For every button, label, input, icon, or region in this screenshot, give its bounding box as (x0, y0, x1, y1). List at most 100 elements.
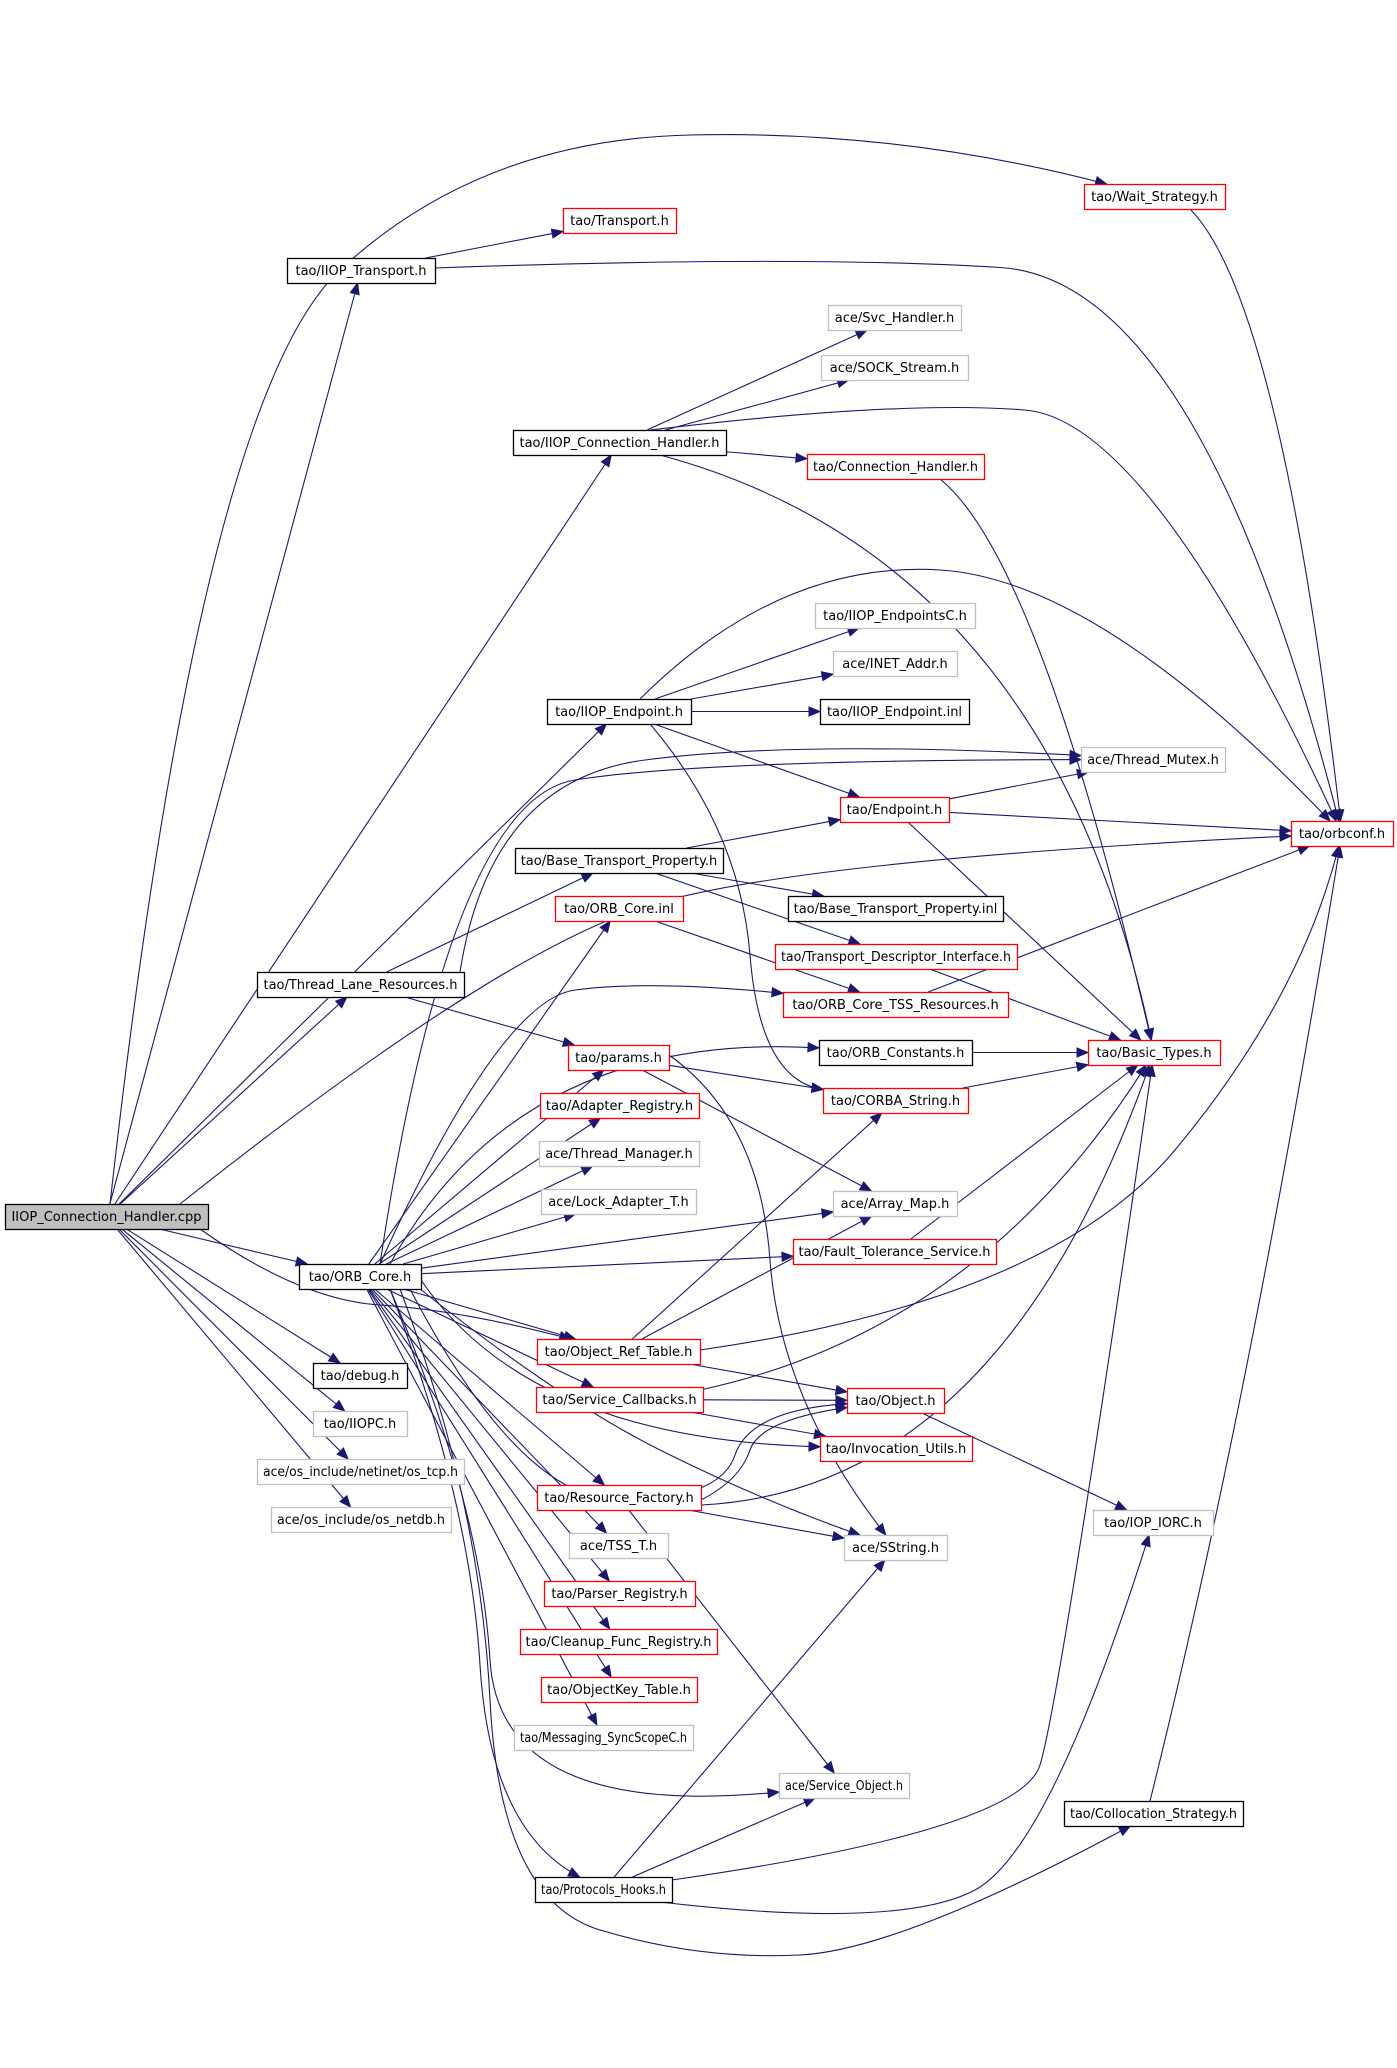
node-adapter-registry[interactable]: tao/Adapter_Registry.h (539, 1092, 701, 1120)
edge-object_ref_table-to-orbconf (699, 845, 1340, 1351)
arrowhead-orb_core_inl-to-orb_core_tss_resources (846, 983, 861, 994)
node-box (256, 971, 466, 999)
node-orb-core-h[interactable]: tao/ORB_Core.h (298, 1263, 423, 1291)
node-iop-iorc[interactable]: tao/IOP_IORC.h (1092, 1509, 1215, 1537)
arrowhead-resource_factory-to-service_object (823, 1760, 836, 1775)
arrowhead-endpoint-to-basic_types (1128, 1028, 1142, 1041)
edge-orb_core_h-to-orb_core_inl (368, 920, 611, 1265)
node-sock-stream[interactable]: ace/SOCK_Stream.h (820, 354, 970, 382)
node-iiop-conn-handler-h[interactable]: tao/IIOP_Connection_Handler.h (512, 429, 728, 457)
arrowhead-orb_core_h-to-params (591, 1069, 605, 1082)
node-box (567, 1044, 671, 1072)
node-box (554, 895, 685, 923)
arrowhead-iiop_endpoint-to-inet_addr (820, 671, 835, 682)
arrowhead-endpoint-to-orbconf (1279, 824, 1293, 836)
node-box (540, 1188, 698, 1216)
node-inet-addr[interactable]: ace/INET_Addr.h (832, 650, 959, 678)
node-messaging-syncscopec[interactable]: tao/Messaging_SyncScopeC.h (513, 1724, 695, 1752)
node-os-netdb[interactable]: ace/os_include/os_netdb.h (270, 1506, 453, 1534)
node-iiop-endpoint[interactable]: tao/IIOP_Endpoint.h (546, 698, 693, 726)
arrowhead-orb_constants-to-basic_types (1076, 1047, 1090, 1058)
arrowhead-root-to-iiop_transport (349, 281, 360, 296)
node-os-tcp[interactable]: ace/os_include/netinet/os_tcp.h (256, 1458, 466, 1486)
edge-service_callbacks-to-invocation_utils (689, 1411, 826, 1437)
node-orb-constants[interactable]: tao/ORB_Constants.h (818, 1039, 974, 1067)
edge-iiop_transport-to-orbconf (434, 260, 1340, 822)
node-objectkey-table[interactable]: tao/ObjectKey_Table.h (540, 1676, 699, 1704)
arrowhead-protocols_hooks-to-basic_types (1145, 1063, 1156, 1078)
node-box (846, 1387, 946, 1415)
node-debug[interactable]: tao/debug.h (312, 1362, 409, 1390)
arrowhead-root-to-os_tcp (336, 1447, 349, 1460)
arrowhead-orb_core_h-to-protocols_hooks (567, 1867, 581, 1878)
node-invocation-utils[interactable]: tao/Invocation_Utils.h (819, 1435, 974, 1463)
node-thread-manager[interactable]: ace/Thread_Manager.h (538, 1140, 701, 1168)
node-object[interactable]: tao/Object.h (846, 1387, 946, 1415)
edge-connection_handler-to-basic_types (939, 478, 1152, 1041)
node-box (256, 1458, 466, 1486)
node-fault-tolerance-service[interactable]: tao/Fault_Tolerance_Service.h (792, 1238, 998, 1266)
node-orbconf[interactable]: tao/orbconf.h (1290, 820, 1395, 848)
node-wait-strategy[interactable]: tao/Wait_Strategy.h (1083, 183, 1227, 211)
node-basic-types[interactable]: tao/Basic_Types.h (1087, 1039, 1222, 1067)
node-thread-lane-resources[interactable]: tao/Thread_Lane_Resources.h (256, 971, 466, 999)
edge-params-to-corba_string (668, 1064, 824, 1090)
arrowhead-connection_handler-to-basic_types (1143, 1027, 1154, 1042)
node-label: tao/Adapter_Registry.h (546, 1099, 693, 1114)
node-resource-factory[interactable]: tao/Resource_Factory.h (536, 1484, 703, 1512)
edge-endpoint-to-basic_types (907, 821, 1142, 1041)
arrowhead-thread_lane_resources-to-base_transport_property (580, 872, 595, 883)
edge-orb_core_h-to-fault_tolerance_service (420, 1255, 794, 1275)
node-thread-mutex[interactable]: ace/Thread_Mutex.h (1080, 746, 1227, 774)
node-box (538, 1140, 701, 1168)
node-endpoint[interactable]: tao/Endpoint.h (839, 796, 951, 824)
arrowhead-orb_core_h-to-array_map (820, 1208, 835, 1219)
node-base-transport-property[interactable]: tao/Base_Transport_Property.h (514, 847, 725, 875)
node-object-ref-table[interactable]: tao/Object_Ref_Table.h (536, 1338, 702, 1366)
arrowhead-orb_core_h-to-orb_constants (807, 1041, 821, 1053)
node-svc-handler[interactable]: ace/Svc_Handler.h (827, 304, 963, 332)
arrowhead-orb_core_h-to-service_callbacks (580, 1377, 595, 1388)
node-label: tao/debug.h (321, 1369, 400, 1384)
edge-iiop_endpoint-to-corba_string (649, 723, 824, 1091)
node-base-transport-property-inl[interactable]: tao/Base_Transport_Property.inl (787, 895, 1005, 923)
node-label: ace/INET_Addr.h (842, 657, 947, 672)
node-label: ace/os_include/os_netdb.h (277, 1513, 445, 1528)
node-transport[interactable]: tao/Transport.h (562, 207, 678, 235)
edge-orb_core_inl-to-orb_core_tss_resources (654, 920, 860, 993)
node-label: ace/Lock_Adapter_T.h (548, 1195, 688, 1210)
node-transport-descriptor-interface[interactable]: tao/Transport_Descriptor_Interface.h (774, 943, 1019, 971)
node-iiop-transport[interactable]: tao/IIOP_Transport.h (286, 257, 437, 285)
arrowhead-params-to-array_map (858, 1180, 873, 1192)
node-corba-string[interactable]: tao/CORBA_String.h (822, 1087, 970, 1115)
node-service-callbacks[interactable]: tao/Service_Callbacks.h (535, 1386, 705, 1414)
node-box (778, 1772, 911, 1800)
node-collocation-strategy[interactable]: tao/Collocation_Strategy.h (1063, 1800, 1245, 1828)
node-orb-core-inl[interactable]: tao/ORB_Core.inl (554, 895, 685, 923)
edge-transport_descriptor_interface-to-basic_types (929, 968, 1121, 1041)
edge-object_ref_table-to-corba_string (631, 1112, 883, 1340)
node-sstring[interactable]: ace/SString.h (843, 1534, 949, 1562)
node-label: tao/Parser_Registry.h (551, 1587, 687, 1602)
edge-thread_lane_resources-to-thread_mutex (459, 748, 1082, 973)
node-box (839, 796, 951, 824)
arrowhead-orb_core_h-to-adapter_registry (588, 1117, 602, 1129)
node-parser-registry[interactable]: tao/Parser_Registry.h (543, 1580, 697, 1608)
node-protocols-hooks[interactable]: tao/Protocols_Hooks.h (534, 1876, 674, 1904)
arrowhead-orb_core_h-to-object (835, 1399, 849, 1410)
node-iiop-endpointsc[interactable]: tao/IIOP_EndpointsC.h (814, 602, 977, 630)
node-params[interactable]: tao/params.h (567, 1044, 671, 1072)
node-orb-core-tss-resources[interactable]: tao/ORB_Core_TSS_Resources.h (782, 991, 1010, 1019)
node-tss-t[interactable]: ace/TSS_T.h (568, 1532, 670, 1560)
node-lock-adapter-t[interactable]: ace/Lock_Adapter_T.h (540, 1188, 698, 1216)
node-service-object[interactable]: ace/Service_Object.h (778, 1772, 911, 1800)
node-label: tao/ObjectKey_Table.h (547, 1683, 691, 1698)
edge-orb_core_h-to-protocols_hooks (389, 1288, 580, 1878)
node-cleanup-func-registry[interactable]: tao/Cleanup_Func_Registry.h (519, 1628, 719, 1656)
node-iiop-endpoint-inl[interactable]: tao/IIOP_Endpoint.inl (819, 698, 971, 726)
node-array-map[interactable]: ace/Array_Map.h (832, 1190, 959, 1218)
arrowhead-orb_core_h-to-messaging_syncscopec (586, 1712, 598, 1727)
node-connection-handler[interactable]: tao/Connection_Handler.h (806, 453, 986, 481)
node-iiopc[interactable]: tao/IIOPC.h (312, 1410, 409, 1438)
edge-root-to-iiop_endpoint (118, 723, 607, 1205)
